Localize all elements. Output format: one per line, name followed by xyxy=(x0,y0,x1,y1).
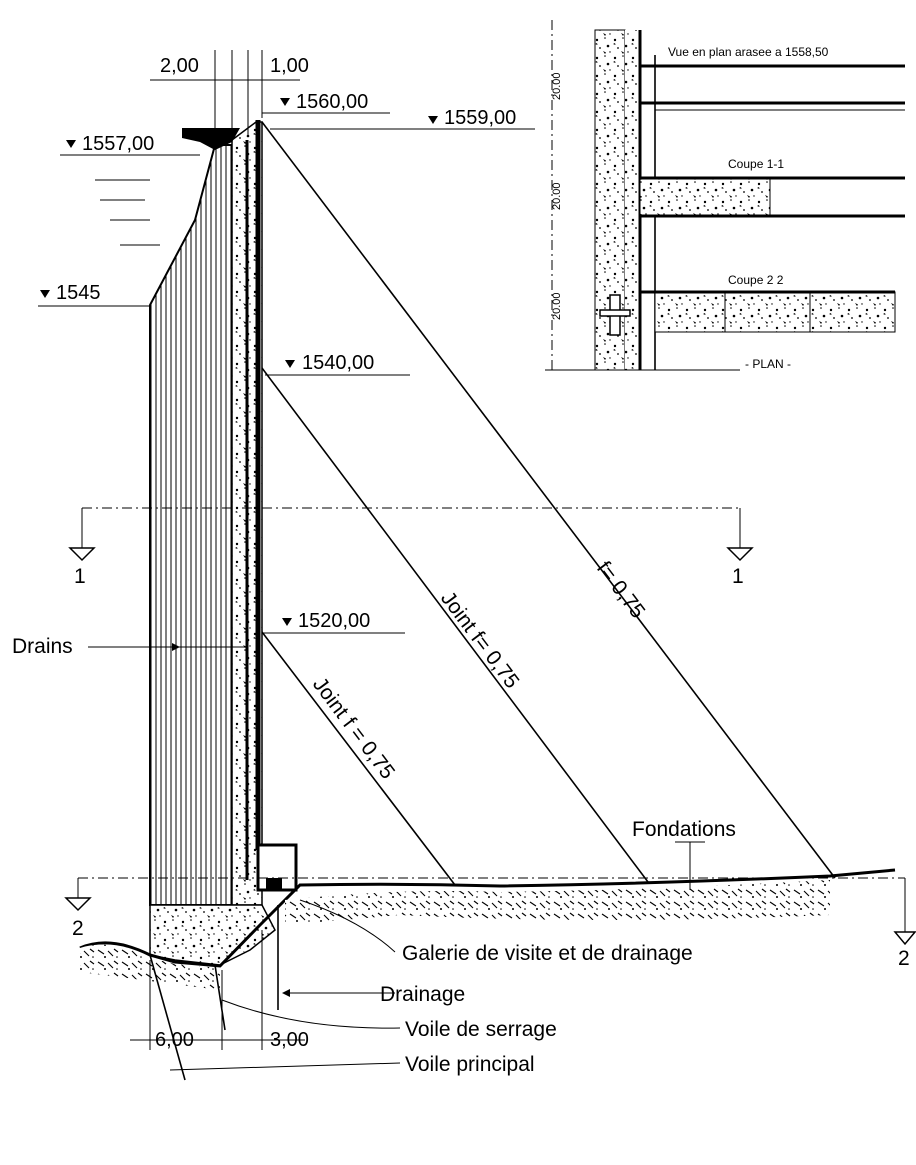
plan-dim-c: 20.00 xyxy=(551,292,563,320)
face-slope-label: f= 0,75 xyxy=(592,557,649,623)
dim-3-label: 3,00 xyxy=(270,1029,309,1051)
plan-dim-a: 20.00 xyxy=(551,72,563,100)
plan-coupe-2: Coupe 2 2 xyxy=(728,273,784,287)
ground-profile xyxy=(79,868,896,968)
elevation-1545: 1545 xyxy=(38,282,150,307)
joint-upper-line xyxy=(261,367,649,883)
voile-principal-label: Voile principal xyxy=(405,1053,535,1076)
voile-serrage-line xyxy=(214,964,226,1031)
water-level-marks xyxy=(95,179,160,246)
dam-crest xyxy=(182,128,240,150)
joint-lower-line xyxy=(261,631,456,886)
elevation-1540: 1540,00 xyxy=(265,352,410,376)
fondations-callout: Fondations xyxy=(632,818,736,890)
elevation-1557: 1557,00 xyxy=(60,133,200,156)
section-1-marker: 1 1 xyxy=(68,507,754,588)
section-1-left-label: 1 xyxy=(74,565,86,588)
section-1-right-label: 1 xyxy=(732,565,744,588)
ground-hatch xyxy=(285,880,830,925)
top-dimensions: 2,00 1,00 xyxy=(150,50,309,135)
elev-1559-label: 1559,00 xyxy=(444,107,516,129)
elevation-1560: 1560,00 xyxy=(262,91,390,114)
elev-1545-label: 1545 xyxy=(56,282,101,304)
dam-section xyxy=(79,120,896,1081)
galerie-label: Galerie de visite et de drainage xyxy=(402,942,693,965)
dim-1-label: 1,00 xyxy=(270,55,309,77)
plan-title: Vue en plan arasee a 1558,50 xyxy=(668,45,829,59)
joint-upper-label: Joint f= 0,75 xyxy=(436,587,524,693)
drains-callout: Drains xyxy=(12,635,245,658)
face-slope-line xyxy=(261,121,836,879)
section-2-marker: 2 2 xyxy=(64,877,916,970)
elev-1560-label: 1560,00 xyxy=(296,91,368,113)
dim-2-label: 2,00 xyxy=(160,55,199,77)
joint-lower-label: Joint f = 0,75 xyxy=(308,673,399,783)
voile-serrage-label: Voile de serrage xyxy=(405,1018,557,1041)
plan-coupe-1: Coupe 1-1 xyxy=(728,157,784,171)
foundation-block xyxy=(149,904,276,966)
section-2-right-label: 2 xyxy=(898,947,910,970)
elev-1557-label: 1557,00 xyxy=(82,133,154,155)
bottom-callouts: Galerie de visite et de drainage Drainag… xyxy=(130,899,693,1076)
drains-label: Drains xyxy=(12,635,73,658)
plan-dim-b: 20.00 xyxy=(551,182,563,210)
plan-footer: - PLAN - xyxy=(745,357,791,371)
upstream-face-hatch xyxy=(149,144,233,906)
elevation-1559: 1559,00 xyxy=(270,107,535,130)
elev-1540-label: 1540,00 xyxy=(302,352,374,374)
drainage-label: Drainage xyxy=(380,983,465,1006)
elevation-1520: 1520,00 xyxy=(262,610,405,634)
section-2-left-label: 2 xyxy=(72,917,84,940)
plan-inset: 20.00 20.00 20.00 Vue en plan arasee a 1… xyxy=(545,20,905,371)
elev-1520-label: 1520,00 xyxy=(298,610,370,632)
voile-principal-line xyxy=(149,954,186,1081)
dim-6-label: 6,00 xyxy=(155,1029,194,1051)
fondations-label: Fondations xyxy=(632,818,736,841)
